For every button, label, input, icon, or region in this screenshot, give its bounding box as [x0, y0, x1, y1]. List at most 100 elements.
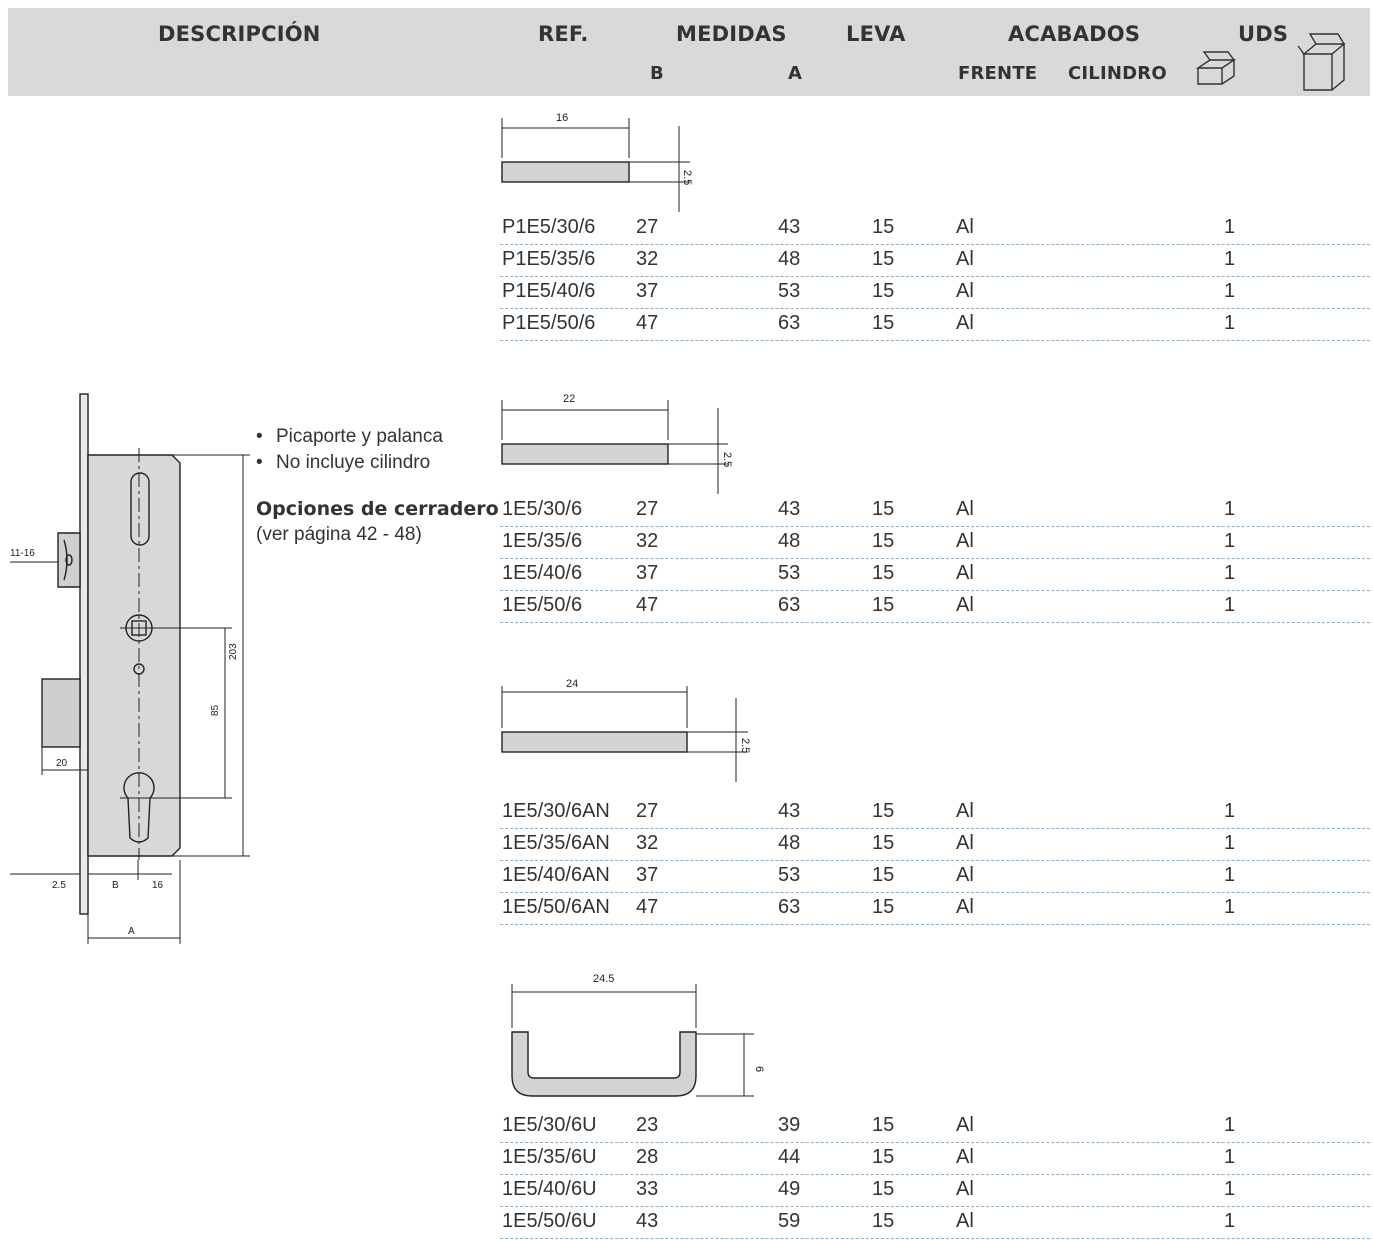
cell-leva: 15	[872, 800, 895, 822]
cell-uds: 1	[1224, 1178, 1236, 1200]
open-box-small-icon	[1195, 51, 1237, 85]
cell-ref: 1E5/50/6	[502, 594, 583, 616]
cell-b: 37	[636, 562, 659, 584]
cell-a: 49	[778, 1178, 801, 1200]
cell-a: 39	[778, 1114, 801, 1136]
cell-leva: 15	[872, 1178, 895, 1200]
cell-b: 37	[636, 864, 659, 886]
cell-uds: 1	[1224, 530, 1236, 552]
cell-uds: 1	[1224, 896, 1236, 918]
cell-frente: Al	[956, 498, 974, 520]
header-b: B	[650, 63, 664, 84]
cell-b: 32	[636, 832, 659, 854]
cell-frente: Al	[956, 562, 974, 584]
cell-a: 44	[778, 1146, 801, 1168]
header-cilindro: CILINDRO	[1068, 63, 1167, 84]
cell-uds: 1	[1224, 1114, 1236, 1136]
product-description: Picaporte y palanca No incluye cilindro …	[256, 424, 499, 548]
cell-ref: P1E5/35/6	[502, 248, 596, 270]
cell-frente: Al	[956, 896, 974, 918]
cell-uds: 1	[1224, 800, 1236, 822]
cell-a: 59	[778, 1210, 801, 1232]
cell-ref: 1E5/30/6	[502, 498, 583, 520]
cell-b: 27	[636, 800, 659, 822]
cell-ref: P1E5/40/6	[502, 280, 596, 302]
plate-thickness-label: 2.5	[721, 452, 733, 467]
cell-uds: 1	[1224, 216, 1236, 238]
cell-a: 53	[778, 280, 801, 302]
cell-frente: Al	[956, 800, 974, 822]
cell-a: 63	[778, 594, 801, 616]
cell-leva: 15	[872, 312, 895, 334]
plate-width-label: 22	[563, 393, 575, 405]
cell-leva: 15	[872, 832, 895, 854]
cell-ref: P1E5/50/6	[502, 312, 596, 334]
cell-uds: 1	[1224, 1210, 1236, 1232]
header-leva: LEVA	[846, 22, 906, 46]
cell-ref: 1E5/30/6AN	[502, 800, 610, 822]
cell-b: 37	[636, 280, 659, 302]
plate-thickness-label: 6	[753, 1066, 765, 1072]
bullet-item: Picaporte y palanca	[256, 424, 499, 450]
header-descripcion: DESCRIPCIÓN	[158, 22, 321, 46]
cell-uds: 1	[1224, 562, 1236, 584]
dim-203-label: 203	[228, 643, 239, 660]
bullet-item: No incluye cilindro	[256, 450, 499, 476]
cell-ref: 1E5/35/6	[502, 530, 583, 552]
options-title: Opciones de cerradero	[256, 498, 499, 520]
cell-uds: 1	[1224, 832, 1236, 854]
cell-frente: Al	[956, 1146, 974, 1168]
cell-frente: Al	[956, 312, 974, 334]
cell-a: 48	[778, 832, 801, 854]
cell-leva: 15	[872, 1114, 895, 1136]
cell-frente: Al	[956, 1178, 974, 1200]
cell-frente: Al	[956, 1114, 974, 1136]
cell-uds: 1	[1224, 280, 1236, 302]
cell-ref: 1E5/40/6	[502, 562, 583, 584]
dim-a-label: A	[128, 926, 135, 937]
options-note: (ver página 42 - 48)	[256, 524, 422, 545]
cell-uds: 1	[1224, 1146, 1236, 1168]
cell-leva: 15	[872, 498, 895, 520]
dim-16-label: 16	[152, 880, 164, 891]
open-box-large-icon	[1297, 33, 1346, 91]
cell-a: 43	[778, 216, 801, 238]
cell-b: 47	[636, 312, 659, 334]
cell-b: 32	[636, 248, 659, 270]
cell-b: 32	[636, 530, 659, 552]
cell-ref: 1E5/35/6U	[502, 1146, 597, 1168]
cell-ref: 1E5/50/6AN	[502, 896, 610, 918]
cell-leva: 15	[872, 280, 895, 302]
cell-a: 63	[778, 896, 801, 918]
plate-width-label: 16	[556, 112, 568, 124]
cell-b: 47	[636, 896, 659, 918]
header-a: A	[788, 63, 803, 84]
dim-20-label: 20	[56, 758, 68, 769]
dim-b-label: B	[112, 880, 119, 891]
cell-frente: Al	[956, 864, 974, 886]
cell-leva: 15	[872, 530, 895, 552]
cell-a: 48	[778, 530, 801, 552]
cell-frente: Al	[956, 832, 974, 854]
header-acabados: ACABADOS	[1008, 22, 1141, 46]
plate-thickness-label: 2.5	[739, 738, 751, 753]
cell-ref: P1E5/30/6	[502, 216, 596, 238]
cell-frente: Al	[956, 216, 974, 238]
cell-a: 43	[778, 498, 801, 520]
cell-uds: 1	[1224, 594, 1236, 616]
dim-latch-label: 11-16	[10, 548, 35, 559]
cell-ref: 1E5/30/6U	[502, 1114, 597, 1136]
cell-a: 48	[778, 248, 801, 270]
cell-b: 33	[636, 1178, 659, 1200]
cell-frente: Al	[956, 1210, 974, 1232]
